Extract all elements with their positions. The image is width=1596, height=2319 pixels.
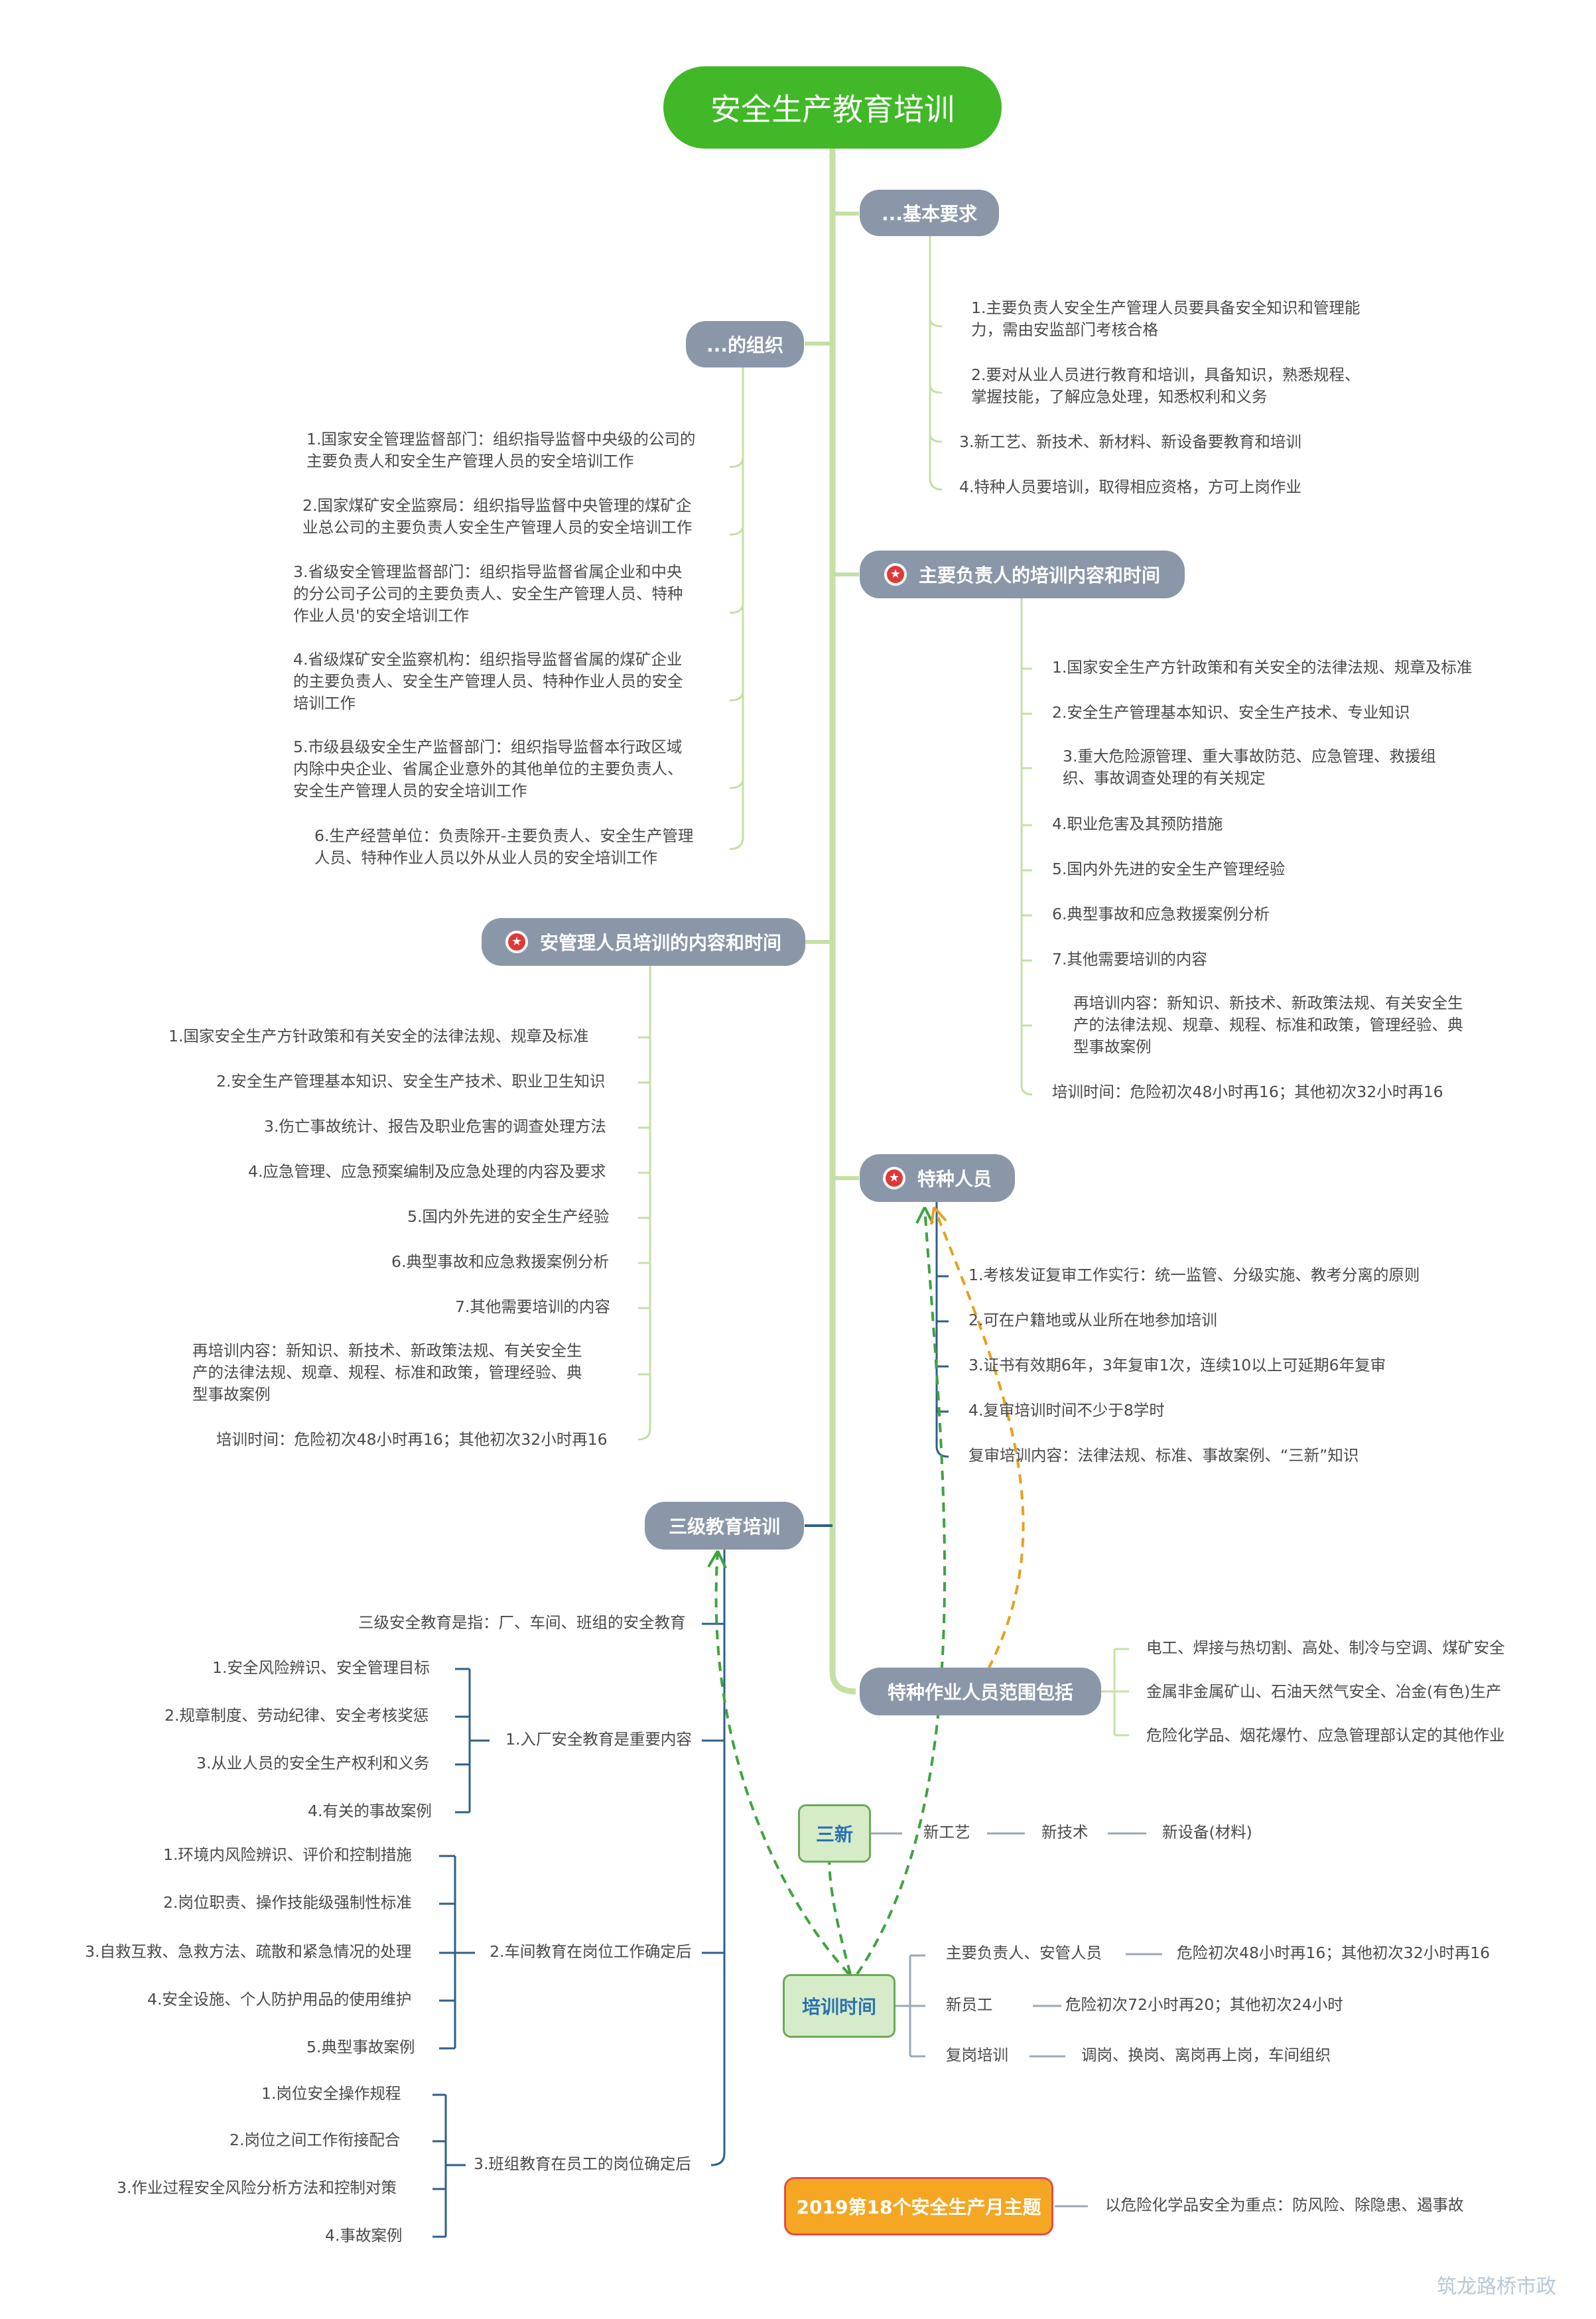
basic-item: 2.要对从业人员进行教育和培训，具备知识，熟悉规程、 掌握技能，了解应急处理，知…	[971, 365, 1361, 406]
topic-leader-training-label: 主要负责人的培训内容和时间	[918, 564, 1160, 586]
watermark: 筑龙路桥市政	[1437, 2275, 1556, 2298]
special-item: 4.复审培训时间不少于8学时	[968, 1401, 1165, 1420]
leader-item: 6.典型事故和应急救援案例分析	[1052, 905, 1270, 923]
scope-item: 危险化学品、烟花爆竹、应急管理部认定的其他作业	[1146, 1726, 1505, 1745]
three-group-item: 3.自救互救、急救方法、疏散和紧急情况的处理	[85, 1942, 412, 1961]
manager-item: 7.其他需要培训的内容	[455, 1297, 610, 1316]
manager-item: 培训时间：危险初次48小时再16；其他初次32小时再16	[216, 1430, 608, 1449]
org-item: 6.生产经营单位：负责除开-主要负责人、安全生产管理 人员、特种作业人员以外从业…	[314, 827, 694, 867]
leader-item: 培训时间：危险初次48小时再16；其他初次32小时再16	[1052, 1083, 1443, 1101]
star-icon: ★	[505, 931, 528, 953]
three-group-item: 3.从业人员的安全生产权利和义务	[196, 1754, 430, 1772]
timing-value: 危险初次48小时再16；其他初次32小时再16	[1177, 1944, 1491, 1962]
timing-label: 新员工	[946, 1995, 993, 2014]
org-item: 1.国家安全管理监督部门：组织指导监督中央级的公司的 主要负责人和安全生产管理人…	[306, 430, 696, 470]
three-group-item: 1.岗位安全操作规程	[261, 2084, 401, 2103]
leader-item: 2.安全生产管理基本知识、安全生产技术、专业知识	[1052, 703, 1410, 722]
topic-basic-requirements[interactable]: ...基本要求	[860, 190, 999, 236]
org-item: 5.市级县级安全生产监督部门：组织指导监督本行政区域 内除中央企业、省属企业意外…	[293, 738, 683, 800]
topic-special-scope-label: 特种作业人员范围包括	[887, 1682, 1073, 1703]
three-group-item: 1.安全风险辨识、安全管理目标	[212, 1658, 430, 1677]
star-icon: ★	[882, 1167, 905, 1189]
three-new-item: 新设备(材料)	[1162, 1823, 1252, 1841]
timing-value: 危险初次72小时再20；其他初次24小时	[1065, 1995, 1343, 2014]
three-group-label: 3.班组教育在员工的岗位确定后	[474, 2154, 691, 2173]
topic-safety-month[interactable]: 2019第18个安全生产月主题	[784, 2177, 1053, 2235]
topic-training-time[interactable]: 培训时间	[783, 1974, 896, 2038]
three-group-label: 1.入厂安全教育是重要内容	[505, 1730, 692, 1749]
topic-organization[interactable]: ...的组织	[686, 321, 804, 367]
timing-label: 复岗培训	[946, 2046, 1008, 2064]
three-group-label: 2.车间教育在岗位工作确定后	[490, 1942, 692, 1961]
manager-item: 1.国家安全生产方针政策和有关安全的法律法规、规章及标准	[168, 1027, 589, 1045]
leader-item: 5.国内外先进的安全生产管理经验	[1052, 860, 1286, 878]
star-icon: ★	[884, 563, 907, 586]
three-group-item: 4.事故案例	[325, 2226, 403, 2245]
three-intro: 三级安全教育是指：厂、车间、班组的安全教育	[358, 1613, 686, 1632]
manager-item: 2.安全生产管理基本知识、安全生产技术、职业卫生知识	[216, 1072, 606, 1091]
special-item: 2.可在户籍地或从业所在地参加培训	[968, 1311, 1217, 1329]
manager-item: 5.国内外先进的安全生产经验	[407, 1207, 610, 1226]
topic-basic-requirements-label: ...基本要求	[882, 203, 977, 225]
topic-special-personnel-label: 特种人员	[917, 1168, 992, 1190]
topic-three-level-training[interactable]: 三级教育培训	[645, 1502, 804, 1550]
basic-item: 1.主要负责人安全生产管理人员要具备安全知识和管理能 力，需由安监部门考核合格	[971, 298, 1361, 339]
three-group-item: 4.安全设施、个人防护用品的使用维护	[147, 1990, 412, 2009]
special-item: 复审培训内容：法律法规、标准、事故案例、“三新”知识	[968, 1446, 1359, 1465]
leader-item: 再培训内容：新知识、新技术、新政策法规、有关安全生 产的法律法规、规章、规程、标…	[1073, 994, 1463, 1056]
three-group-item: 2.岗位职责、操作技能级强制性标准	[163, 1893, 412, 1912]
special-item: 3.证书有效期6年，3年复审1次，连续10以上可延期6年复审	[968, 1356, 1386, 1374]
manager-item: 6.典型事故和应急救援案例分析	[391, 1252, 609, 1271]
three-new-item: 新技术	[1041, 1823, 1089, 1841]
timing-value: 调岗、换岗、离岗再上岗，车间组织	[1081, 2046, 1331, 2064]
safety-month-theme: 以危险化学品安全为重点：防风险、除隐患、遏事故	[1105, 2196, 1464, 2214]
org-item: 4.省级煤矿安全监察机构：组织指导监督省属的煤矿企业 的主要负责人、安全生产管理…	[293, 650, 683, 712]
org-item: 3.省级安全管理监督部门：组织指导监督省属企业和中央 的分公司子公司的主要负责人…	[293, 563, 683, 625]
timing-label: 主要负责人、安管人员	[946, 1944, 1102, 1962]
root-topic[interactable]: 安全生产教育培训	[663, 66, 1002, 149]
topic-manager-training[interactable]: ★ 安管理人员培训的内容和时间	[482, 918, 805, 966]
topic-three-new-label: 三新	[815, 1823, 853, 1845]
basic-item: 3.新工艺、新技术、新材料、新设备要教育和培训	[959, 432, 1301, 451]
three-group-item: 3.作业过程安全风险分析方法和控制对策	[117, 2178, 397, 2197]
three-group-item: 1.环境内风险辨识、评价和控制措施	[163, 1845, 412, 1864]
topic-organization-label: ...的组织	[706, 334, 783, 356]
topic-three-new[interactable]: 三新	[798, 1804, 871, 1863]
topic-leader-training[interactable]: ★ 主要负责人的培训内容和时间	[860, 551, 1185, 598]
three-group-item: 5.典型事故案例	[306, 2038, 415, 2056]
manager-item: 3.伤亡事故统计、报告及职业危害的调查处理方法	[264, 1117, 606, 1136]
topic-special-personnel[interactable]: ★ 特种人员	[860, 1154, 1015, 1202]
special-item: 1.考核发证复审工作实行：统一监管、分级实施、教考分离的原则	[968, 1266, 1420, 1284]
manager-item: 再培训内容：新知识、新技术、新政策法规、有关安全生 产的法律法规、规章、规程、标…	[192, 1341, 582, 1404]
leader-item: 4.职业危害及其预防措施	[1052, 815, 1223, 833]
topic-special-scope[interactable]: 特种作业人员范围包括	[860, 1668, 1101, 1715]
scope-item: 电工、焊接与热切割、高处、制冷与空调、煤矿安全	[1146, 1638, 1505, 1657]
three-group-item: 2.岗位之间工作衔接配合	[230, 2131, 401, 2149]
topic-three-level-training-label: 三级教育培训	[668, 1516, 780, 1538]
leader-item: 3.重大危险源管理、重大事故防范、应急管理、救援组 织、事故调查处理的有关规定	[1063, 747, 1436, 787]
basic-item: 4.特种人员要培训，取得相应资格，方可上岗作业	[959, 478, 1301, 496]
org-item: 2.国家煤矿安全监察局：组织指导监督中央管理的煤矿企 业总公司的主要负责人安全生…	[302, 496, 693, 537]
topic-manager-training-label: 安管理人员培训的内容和时间	[539, 932, 781, 954]
three-new-item: 新工艺	[923, 1823, 970, 1841]
leader-item: 1.国家安全生产方针政策和有关安全的法律法规、规章及标准	[1052, 658, 1473, 677]
three-group-item: 4.有关的事故案例	[308, 1802, 432, 1820]
topic-training-time-label: 培训时间	[801, 1996, 876, 2018]
scope-item: 金属非金属矿山、石油天然气安全、冶金(有色)生产	[1146, 1682, 1502, 1701]
leader-item: 7.其他需要培训的内容	[1052, 950, 1207, 968]
three-group-item: 2.规章制度、劳动纪律、安全考核奖惩	[165, 1706, 429, 1725]
manager-item: 4.应急管理、应急预案编制及应急处理的内容及要求	[248, 1162, 606, 1181]
topic-safety-month-label: 2019第18个安全生产月主题	[796, 2196, 1041, 2218]
